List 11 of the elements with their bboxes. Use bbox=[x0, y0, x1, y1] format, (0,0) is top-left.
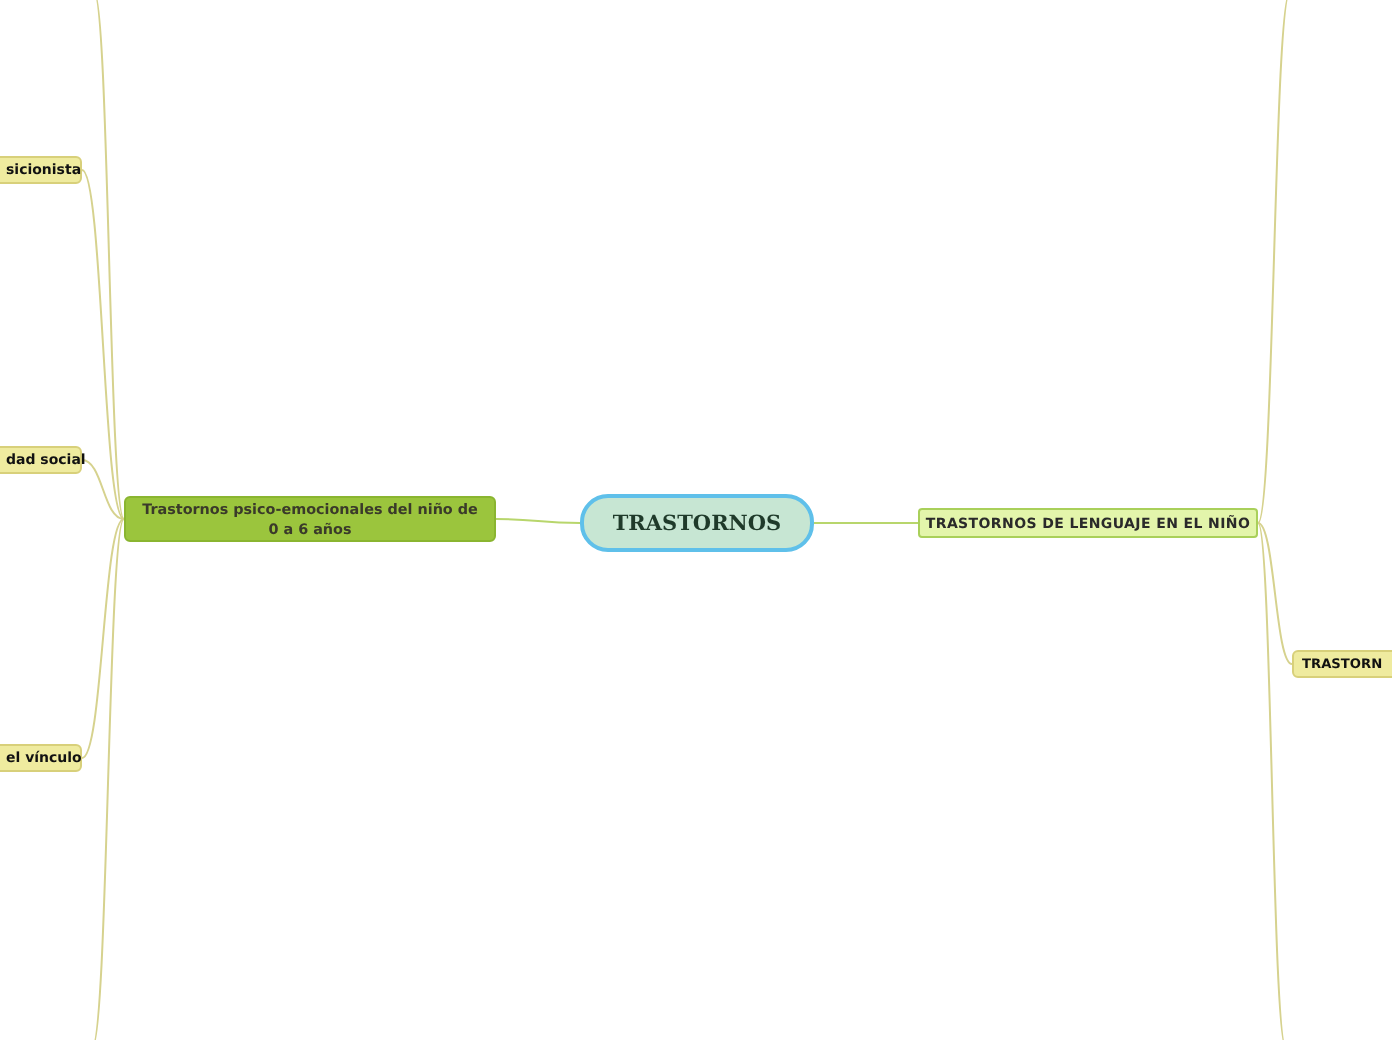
connector-line bbox=[93, 0, 125, 520]
connector-line bbox=[81, 459, 125, 520]
connector-line bbox=[495, 518, 581, 524]
connector-line bbox=[1257, 0, 1291, 524]
connector-line bbox=[1257, 522, 1287, 1040]
connector-line bbox=[81, 169, 125, 520]
connector-line bbox=[91, 518, 125, 1040]
connector-line bbox=[813, 522, 919, 524]
connector-line bbox=[1257, 522, 1293, 665]
connector-line bbox=[81, 518, 125, 759]
topic-box: TRASTORNOS bbox=[580, 494, 814, 552]
